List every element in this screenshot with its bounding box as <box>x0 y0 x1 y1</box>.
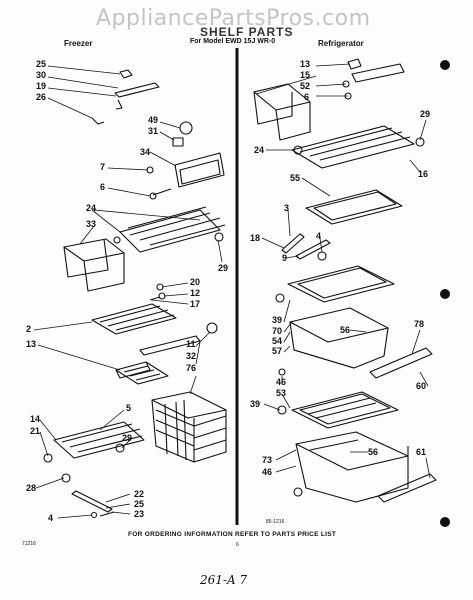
callout-20: 20 <box>190 277 201 287</box>
ordering-note: FOR ORDERING INFORMATION REFER TO PARTS … <box>128 531 337 538</box>
binder-hole <box>440 60 450 70</box>
fridge-drawer-rail-78 <box>369 347 433 379</box>
callout-r55: 55 <box>290 173 301 183</box>
handwritten-note: 261-A 7 <box>200 573 248 587</box>
callout-r16: 16 <box>418 169 429 179</box>
freezer-top-bracket <box>91 69 160 125</box>
model-label: For Model EWD 15J WR-0 <box>190 38 276 45</box>
fridge-foot <box>293 487 303 497</box>
callout-r57: 57 <box>272 346 283 356</box>
callout-76: 76 <box>186 363 197 373</box>
watermark: AppliancePartsPros.com <box>96 6 371 31</box>
fridge-rails <box>281 233 331 261</box>
callout-11: 11 <box>186 339 196 349</box>
callout-r9: 9 <box>282 253 288 263</box>
freezer-wire-shelf-middle <box>91 303 177 335</box>
callout-28: 28 <box>26 483 37 493</box>
fridge-glass-shelf-55 <box>305 189 403 225</box>
callout-24: 24 <box>86 203 97 213</box>
fridge-drawer-rail-61 <box>377 473 437 503</box>
fridge-drawer-lower <box>295 431 409 503</box>
freezer-screws <box>146 166 172 200</box>
page-number: 6 <box>236 542 239 548</box>
callout-25-lower: 25 <box>134 499 145 509</box>
callout-r61: 61 <box>416 447 427 457</box>
callout-r78: 78 <box>414 319 425 329</box>
callout-r29: 29 <box>420 109 431 119</box>
callout-r18: 18 <box>250 233 261 243</box>
freezer-heading: Freezer <box>64 39 93 48</box>
callout-33: 33 <box>86 219 97 229</box>
callout-r54: 54 <box>272 336 283 346</box>
callout-7: 7 <box>100 162 106 172</box>
freezer-clips <box>149 283 166 301</box>
callout-6: 6 <box>100 182 106 192</box>
fridge-shelf-center <box>275 265 395 303</box>
callout-34: 34 <box>140 147 151 157</box>
callout-29: 29 <box>218 263 229 273</box>
callout-26: 26 <box>36 92 47 102</box>
callout-r39-lower: 39 <box>250 399 261 409</box>
fridge-drawer-upper <box>289 307 389 369</box>
callout-12: 12 <box>190 288 201 298</box>
callout-r24: 24 <box>254 145 265 155</box>
callout-r73: 73 <box>262 455 273 465</box>
callout-r46: 46 <box>276 377 287 387</box>
callout-r53: 53 <box>276 388 287 398</box>
freezer-knob <box>172 121 193 147</box>
fridge-clip-46 <box>278 368 286 376</box>
freezer-bottom-bar <box>71 490 115 519</box>
callout-r15: 15 <box>300 70 311 80</box>
code-right: 85-1216 <box>266 519 285 525</box>
callout-leaders <box>33 63 431 519</box>
fridge-glass-shelf-upper <box>291 125 425 169</box>
callout-31: 31 <box>148 126 159 136</box>
callout-14: 14 <box>30 414 41 424</box>
callout-2: 2 <box>26 324 32 334</box>
diagram-title: SHELF PARTS <box>200 25 294 39</box>
callout-25: 25 <box>36 59 47 69</box>
callout-r52: 52 <box>300 81 311 91</box>
callout-49: 49 <box>148 115 159 125</box>
callout-r56: 56 <box>340 325 351 335</box>
callout-29-lower: 29 <box>122 433 133 443</box>
callout-17: 17 <box>190 299 201 309</box>
binder-hole <box>440 517 450 527</box>
fridge-crisper-tray-13 <box>253 83 311 141</box>
freezer-panel-34 <box>174 152 225 188</box>
binder-hole <box>440 289 450 299</box>
callout-22: 22 <box>134 489 145 499</box>
callout-21: 21 <box>30 426 41 436</box>
callout-19: 19 <box>36 81 47 91</box>
callout-r60: 60 <box>416 381 427 391</box>
callout-r70: 70 <box>272 326 283 336</box>
freezer-wire-shelf-lower <box>43 421 145 463</box>
callout-32: 32 <box>186 351 197 361</box>
freezer-basket <box>151 391 227 463</box>
fridge-top-bar <box>342 58 405 100</box>
freezer-rail-11 <box>139 335 201 356</box>
callout-5: 5 <box>126 403 132 413</box>
freezer-bin-33 <box>63 238 125 292</box>
callout-r39: 39 <box>272 315 283 325</box>
freezer-foot-28 <box>61 473 71 483</box>
callout-r6: 6 <box>304 92 310 102</box>
fridge-shelf-lower <box>277 391 399 429</box>
callout-23: 23 <box>134 509 145 519</box>
code-left: 71216 <box>22 541 36 547</box>
callout-r56-lower: 56 <box>368 447 379 457</box>
callout-r46-lower: 46 <box>262 467 273 477</box>
callout-4: 4 <box>48 513 54 523</box>
refrigerator-heading: Refrigerator <box>318 39 364 48</box>
callout-r3: 3 <box>284 203 290 213</box>
callout-30: 30 <box>36 70 47 80</box>
callout-13: 13 <box>26 339 37 349</box>
freezer-knob-32 <box>206 322 218 334</box>
callout-r13: 13 <box>300 59 311 69</box>
callout-r4: 4 <box>316 231 322 241</box>
freezer-ice-tray <box>115 361 169 385</box>
